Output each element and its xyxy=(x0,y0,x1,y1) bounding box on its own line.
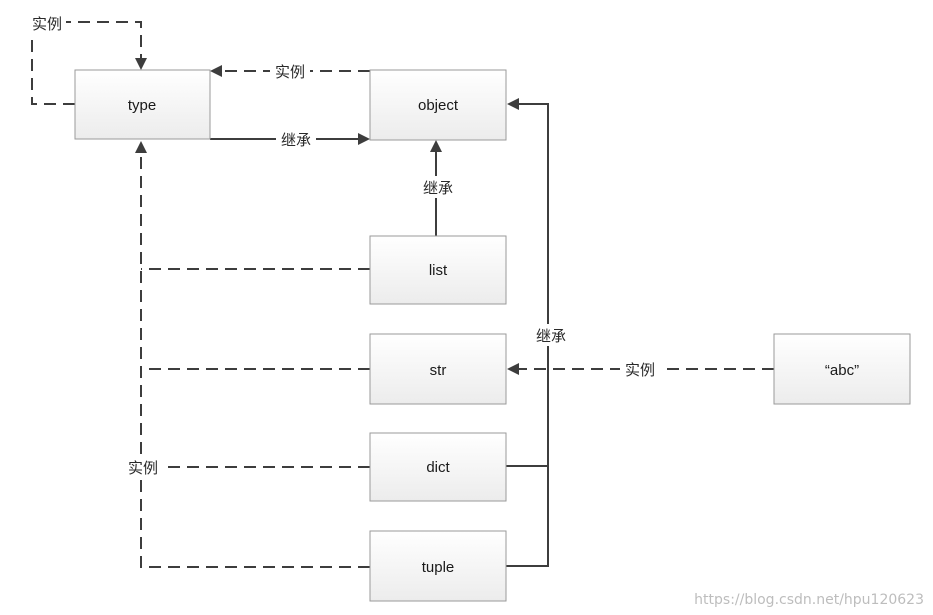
node-object: object xyxy=(369,69,507,141)
node-abc-label: “abc” xyxy=(825,362,859,379)
node-object-label: object xyxy=(418,97,459,114)
arrow-type-self-instance xyxy=(135,58,147,70)
arrow-builtins-type-instance xyxy=(135,141,147,153)
node-abc: “abc” xyxy=(773,333,911,405)
node-type-label: type xyxy=(128,97,156,114)
node-str: str xyxy=(369,333,507,405)
node-list-label: list xyxy=(429,262,448,279)
node-list: list xyxy=(369,235,507,305)
node-tuple: tuple xyxy=(369,530,507,602)
arrow-abc-str-instance xyxy=(507,363,519,375)
node-dict-label: dict xyxy=(426,459,450,476)
label-list-object-inherit: 继承 xyxy=(423,179,453,197)
arrow-tuple-object-inherit xyxy=(507,98,519,110)
node-str-label: str xyxy=(430,362,447,379)
arrow-type-object-instance xyxy=(210,65,222,77)
label-builtins-type-instance: 实例 xyxy=(128,459,158,477)
label-tuple-object-inherit: 继承 xyxy=(536,327,566,345)
node-tuple-label: tuple xyxy=(422,559,455,576)
label-type-object-inherit: 继承 xyxy=(281,131,311,149)
arrow-type-object-inherit xyxy=(358,133,370,145)
node-type: type xyxy=(74,69,211,140)
node-dict: dict xyxy=(369,432,507,502)
arrow-list-object-inherit xyxy=(430,140,442,152)
label-type-object-instance: 实例 xyxy=(275,63,305,81)
edge-builtins-type-instance xyxy=(140,153,370,568)
label-type-self-instance: 实例 xyxy=(32,15,62,33)
label-abc-str-instance: 实例 xyxy=(625,361,655,379)
watermark-text: https://blog.csdn.net/hpu120623 xyxy=(694,592,924,608)
